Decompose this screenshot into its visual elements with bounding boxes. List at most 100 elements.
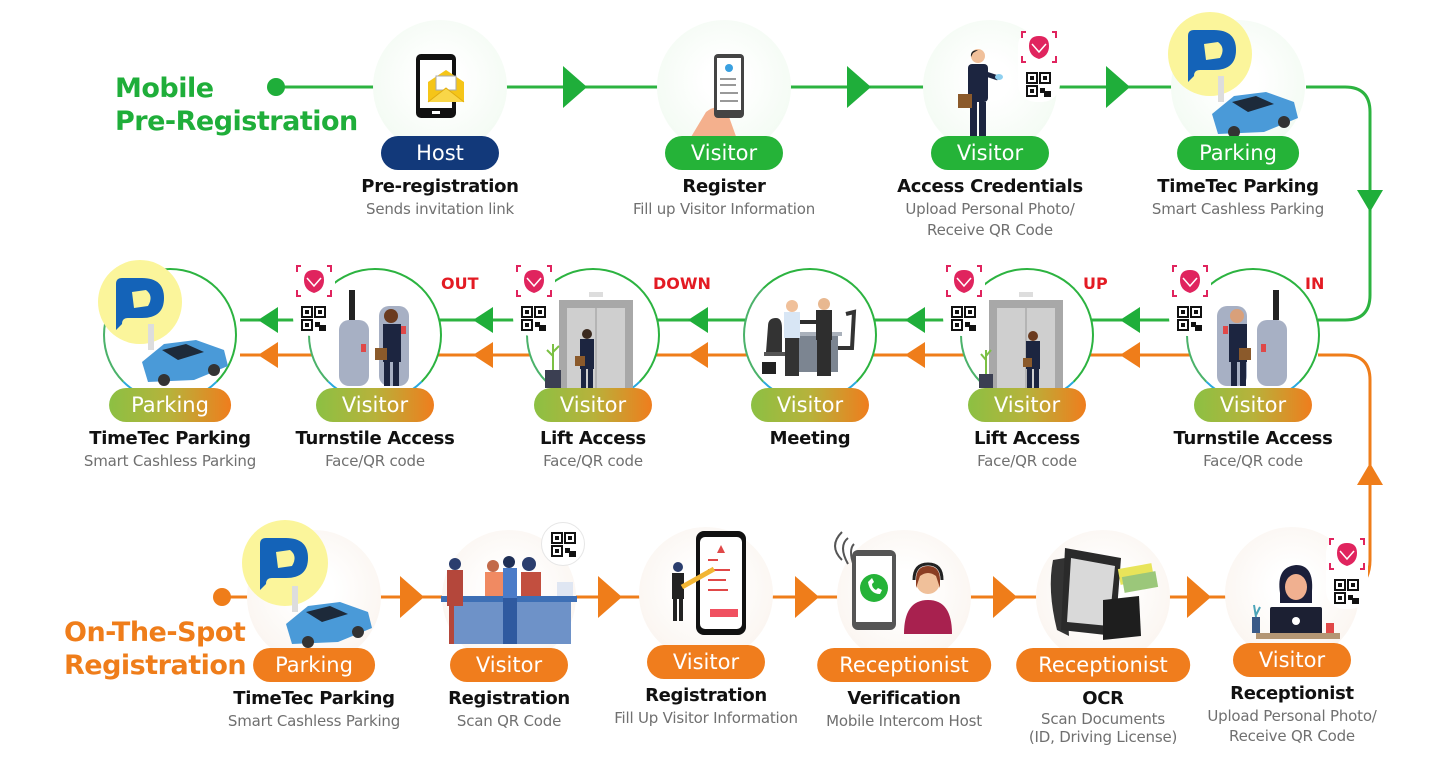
phone-form-pencil-icon: [672, 531, 746, 635]
step-subtitle: Fill Up Visitor Information: [614, 709, 798, 727]
step-lift-up: UP Visitor Lift Access Face/QR code: [907, 262, 1147, 478]
step-title: Register: [682, 176, 766, 197]
role-pill-visitor: Visitor: [450, 648, 568, 682]
phone-envelope-icon: [416, 54, 465, 118]
elevator-icon: [979, 292, 1063, 390]
role-pill-visitor: Visitor: [316, 388, 434, 422]
title-line: On-The-Spot: [64, 617, 246, 648]
role-pill-parking: Parking: [109, 388, 231, 422]
qr-code-icon: [521, 306, 546, 331]
step-title: Lift Access: [974, 428, 1080, 449]
step-title: Verification: [847, 688, 961, 709]
step-receptionist-photo: Visitor Receptionist Upload Personal Pho…: [1172, 527, 1412, 747]
face-scan-icon: [1329, 538, 1365, 570]
arrow-right: [847, 66, 871, 108]
step-subtitle: Sends invitation link: [366, 200, 514, 218]
step-subtitle: Smart Cashless Parking: [227, 712, 401, 730]
step-ocr: Receptionist OCR Scan Documents (ID, Dri…: [983, 530, 1223, 750]
turnstile-icon: [339, 290, 409, 386]
businessman-phone-icon: [958, 49, 1003, 140]
start-dot-orange: [213, 588, 231, 606]
step-title: Turnstile Access: [295, 428, 455, 449]
arrow-left: [473, 342, 493, 368]
step-title: Access Credentials: [897, 176, 1083, 197]
step-subtitle: Face/QR code: [977, 452, 1077, 470]
face-scan-icon: [1172, 265, 1208, 297]
step-verification: Receptionist Verification Mobile Interco…: [784, 530, 1024, 740]
pre-registration-title: Mobile Pre-Registration: [115, 72, 358, 138]
step-title: Registration: [645, 685, 767, 706]
parking-logo-icon: [116, 278, 164, 330]
intercom-call-icon: [834, 531, 952, 634]
step-subtitle-line: Upload Personal Photo/: [1207, 707, 1377, 725]
credential-badge: [1326, 535, 1368, 609]
elevator-icon: [545, 292, 633, 390]
role-pill-visitor: Visitor: [1233, 643, 1351, 677]
title-line: Registration: [64, 650, 247, 681]
step-title: Lift Access: [540, 428, 646, 449]
step-timetec-parking-spot: Parking TimeTec Parking Smart Cashless P…: [194, 520, 434, 740]
credential-badge: [513, 262, 555, 336]
green-arrows: [258, 66, 1383, 333]
step-title: Registration: [448, 688, 570, 709]
car-icon: [142, 324, 228, 386]
role-pill-visitor: Visitor: [665, 136, 783, 170]
step-registration-scan: Visitor Registration Scan QR Code: [389, 522, 629, 740]
role-pill-visitor: Visitor: [534, 388, 652, 422]
step-subtitle-line: Upload Personal Photo/: [905, 200, 1075, 218]
hand-phone-form-icon: [688, 54, 744, 142]
reception-desk-icon: [441, 556, 577, 644]
arrow-left: [905, 307, 925, 333]
step-subtitle: Mobile Intercom Host: [826, 712, 982, 730]
credential-badge: [293, 262, 335, 336]
arrow-right: [1187, 576, 1211, 618]
step-subtitle: Face/QR code: [543, 452, 643, 470]
step-subtitle-line: Scan Documents: [1041, 710, 1165, 728]
arrow-left: [473, 307, 493, 333]
role-pill-parking: Parking: [253, 648, 375, 682]
qr-code-icon: [551, 532, 576, 557]
role-pill-receptionist: Receptionist: [1016, 648, 1190, 682]
step-subtitle: Face/QR code: [325, 452, 425, 470]
laptop-user-icon: [1252, 565, 1340, 639]
credential-badge: [943, 262, 985, 336]
qr-code-icon: [1026, 72, 1051, 97]
face-scan-icon: [1021, 31, 1057, 63]
handshake-meeting-icon: [762, 298, 857, 376]
step-turnstile-in: IN Visitor Turnstile Access Face/QR code: [1133, 262, 1373, 478]
arrow-left: [258, 307, 278, 333]
direction-label-in: IN: [1305, 274, 1325, 293]
step-title: Receptionist: [1230, 683, 1354, 704]
step-subtitle: Smart Cashless Parking: [83, 452, 257, 470]
step-title: Turnstile Access: [1173, 428, 1333, 449]
arrow-right: [400, 576, 424, 618]
role-pill-receptionist: Receptionist: [817, 648, 991, 682]
arrow-left: [688, 342, 708, 368]
arrow-left: [1120, 342, 1140, 368]
step-turnstile-out: OUT Visitor Turnstile Access Face/QR cod…: [255, 262, 495, 478]
car-icon: [286, 586, 372, 648]
step-registration-fill: Visitor Registration Fill Up Visitor Inf…: [586, 527, 826, 737]
arrow-down: [1357, 190, 1383, 212]
title-line: Pre-Registration: [115, 106, 358, 137]
step-meeting: Visitor Meeting: [690, 268, 930, 478]
step-title: TimeTec Parking: [1157, 176, 1319, 197]
step-subtitle: Scan QR Code: [456, 712, 562, 730]
step-circle: [308, 268, 442, 402]
role-pill-visitor: Visitor: [1194, 388, 1312, 422]
role-pill-host: Host: [381, 136, 499, 170]
step-subtitle: Face/QR code: [1203, 452, 1303, 470]
step-subtitle-line: (ID, Driving License): [1028, 728, 1178, 746]
title-line: Mobile: [115, 73, 214, 104]
step-subtitle: Fill up Visitor Information: [632, 200, 816, 218]
step-lift-down: DOWN Visitor Lift Access Face/QR code: [473, 262, 713, 478]
on-the-spot-title: On-The-Spot Registration: [64, 616, 247, 682]
start-dot-green: [267, 78, 285, 96]
face-scan-icon: [946, 265, 982, 297]
qr-code-icon: [951, 306, 976, 331]
role-pill-visitor: Visitor: [647, 645, 765, 679]
arrow-left: [258, 342, 278, 368]
role-pill-visitor: Visitor: [751, 388, 869, 422]
role-pill-visitor: Visitor: [968, 388, 1086, 422]
ocr-scanner-icon: [1050, 548, 1159, 640]
